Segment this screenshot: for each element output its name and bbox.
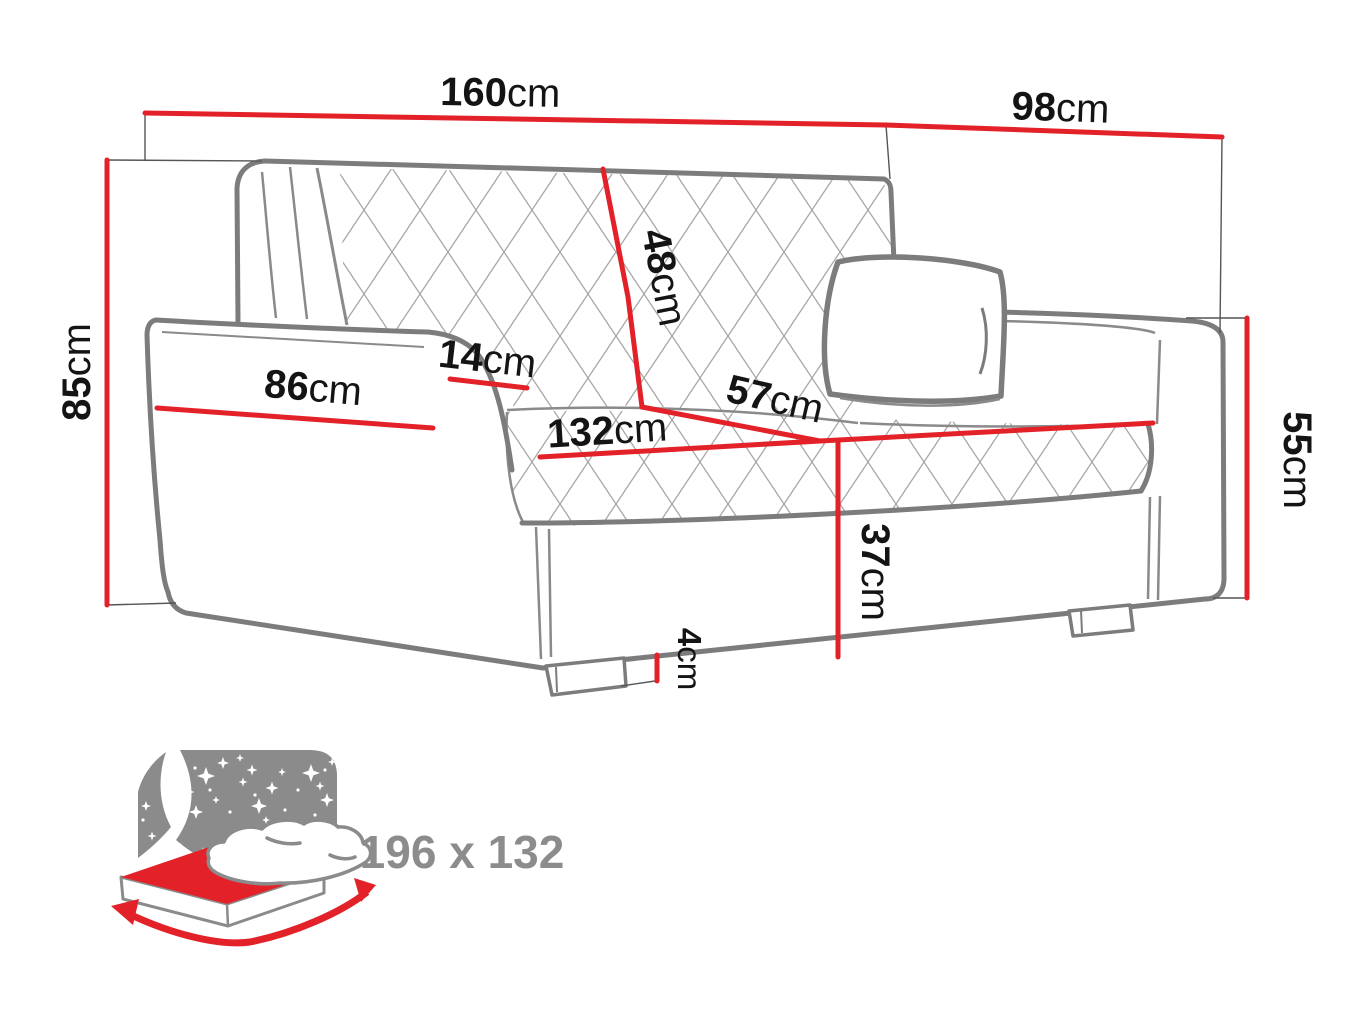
dimension-label-seat-width: 132cm	[546, 405, 669, 456]
sofa-drawing	[144, 158, 1227, 697]
backrest-quilting	[340, 168, 893, 424]
dimension-label-seat-depth: 57cm	[722, 367, 827, 432]
front-left-leg	[544, 656, 628, 697]
dimension-label-seat-height: 37cm	[853, 523, 897, 621]
dimension-line-total-width	[142, 110, 889, 128]
unfold-arrows	[111, 878, 376, 947]
sofa-outline	[144, 158, 1227, 671]
dimension-line-seat-width	[537, 420, 1156, 460]
dimension-line-total-depth	[883, 122, 1225, 140]
dimension-label-side-height: 55cm	[1275, 411, 1319, 509]
stars	[141, 754, 336, 860]
seat-quilting	[505, 410, 1152, 526]
pillow	[821, 254, 1008, 407]
dimension-line-backrest-height	[600, 166, 645, 410]
dimension-label-total-width: 160cm	[440, 70, 561, 116]
moon-crescent	[138, 752, 171, 858]
dimension-lines	[104, 110, 1250, 684]
extension-lines	[105, 113, 1247, 687]
dimension-line-seat-depth	[639, 404, 823, 444]
front-right-leg	[1067, 603, 1135, 638]
sofa-legs	[544, 603, 1135, 697]
dimension-label-total-height: 85cm	[55, 323, 99, 421]
dimension-label-armrest-width: 14cm	[436, 332, 538, 387]
dimension-labels: 160cm 98cm 85cm 55cm 48cm 57cm 132cm 37c…	[55, 70, 1319, 690]
dimension-label-total-depth: 98cm	[1011, 84, 1110, 131]
dimension-label-leg-height: 4cm	[671, 628, 708, 690]
dimension-label-backrest-height: 48cm	[633, 225, 695, 329]
dimension-line-armrest-width	[447, 376, 530, 391]
dimension-line-armrest-depth	[154, 405, 436, 431]
bed-icon	[111, 818, 376, 947]
sleeping-function-icon: 196 x 132	[111, 750, 565, 947]
bed-size-label: 196 x 132	[360, 826, 565, 878]
dimension-label-armrest-depth: 86cm	[262, 362, 363, 414]
duvet	[206, 818, 373, 886]
contour-lines	[161, 166, 1162, 660]
